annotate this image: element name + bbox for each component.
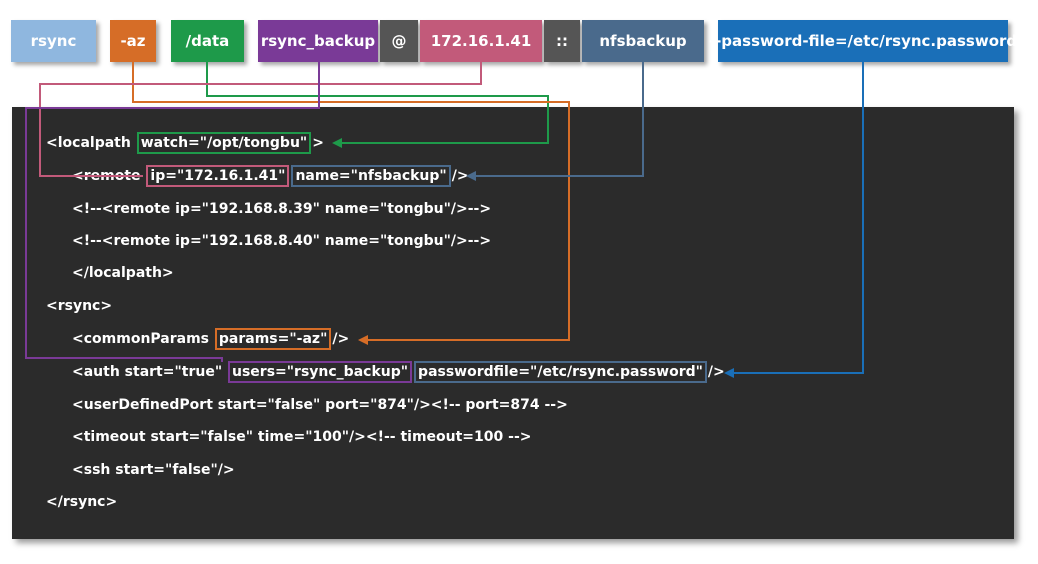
code-text: <!--<remote ip="192.168.8.39" name="tong… [72,201,492,217]
code-text: <remote [72,168,146,184]
cmd-user-label: rsync_backup [260,32,376,50]
code-text: </localpath> [72,265,174,281]
highlighted-attribute: passwordfile="/etc/rsync.password" [414,361,707,383]
cmd-colons-label: :: [556,32,568,50]
code-line: <ssh start="false"/> [72,458,235,482]
cmd-at-box: @ [380,20,418,62]
code-line: <localpath watch="/opt/tongbu"> [46,131,324,155]
cmd-colons-box: :: [544,20,580,62]
code-text: /> [332,331,350,347]
cmd-data-label: /data [185,32,230,50]
code-line: <rsync> [46,294,112,318]
code-text: <localpath [46,135,136,151]
code-text: <commonParams [72,331,214,347]
cmd-user-box: rsync_backup [258,20,378,62]
cmd-pwfile-label: --password-file=/etc/rsync.password [708,32,1018,50]
code-text: <timeout start="false" time="100"/><!-- … [72,429,532,445]
highlighted-attribute: params="-az" [214,328,332,350]
code-text: </rsync> [46,494,118,510]
cmd-module-box: nfsbackup [582,20,704,62]
cmd-data-box: /data [171,20,244,62]
cmd-az-box: -az [110,20,156,62]
highlighted-attribute: ip="172.16.1.41" [146,165,290,187]
highlighted-attribute: users="rsync_backup" [228,361,413,383]
highlighted-attribute: watch="/opt/tongbu" [136,132,312,154]
code-text: > [312,135,324,151]
code-text: <!--<remote ip="192.168.8.40" name="tong… [72,233,492,249]
code-line: <!--<remote ip="192.168.8.40" name="tong… [72,229,491,253]
cmd-rsync-label: rsync [30,32,77,50]
code-text: <ssh start="false"/> [72,462,235,478]
highlighted-attribute: name="nfsbackup" [291,165,451,187]
code-line: <commonParams params="-az"/> [72,327,349,351]
code-line: <userDefinedPort start="false" port="874… [72,393,568,417]
code-text: /> [707,364,725,380]
code-line: </localpath> [72,261,174,285]
code-text: /> [451,168,469,184]
code-line: </rsync> [46,490,117,514]
cmd-az-label: -az [120,32,146,50]
code-text: <userDefinedPort start="false" port="874… [72,397,568,413]
code-text: <auth start="true" [72,364,227,380]
code-line: <timeout start="false" time="100"/><!-- … [72,425,531,449]
cmd-at-label: @ [391,32,407,50]
cmd-pwfile-box: --password-file=/etc/rsync.password [709,20,1017,62]
cmd-ip-box: 172.16.1.41 [420,20,542,62]
code-line: <!--<remote ip="192.168.8.39" name="tong… [72,197,491,221]
code-line: <remote ip="172.16.1.41"name="nfsbackup"… [72,164,469,188]
cmd-rsync-box: rsync [11,20,96,62]
cmd-module-label: nfsbackup [599,32,687,50]
code-line: <auth start="true" users="rsync_backup"p… [72,360,725,384]
code-text: <rsync> [46,298,113,314]
cmd-ip-label: 172.16.1.41 [430,32,532,50]
